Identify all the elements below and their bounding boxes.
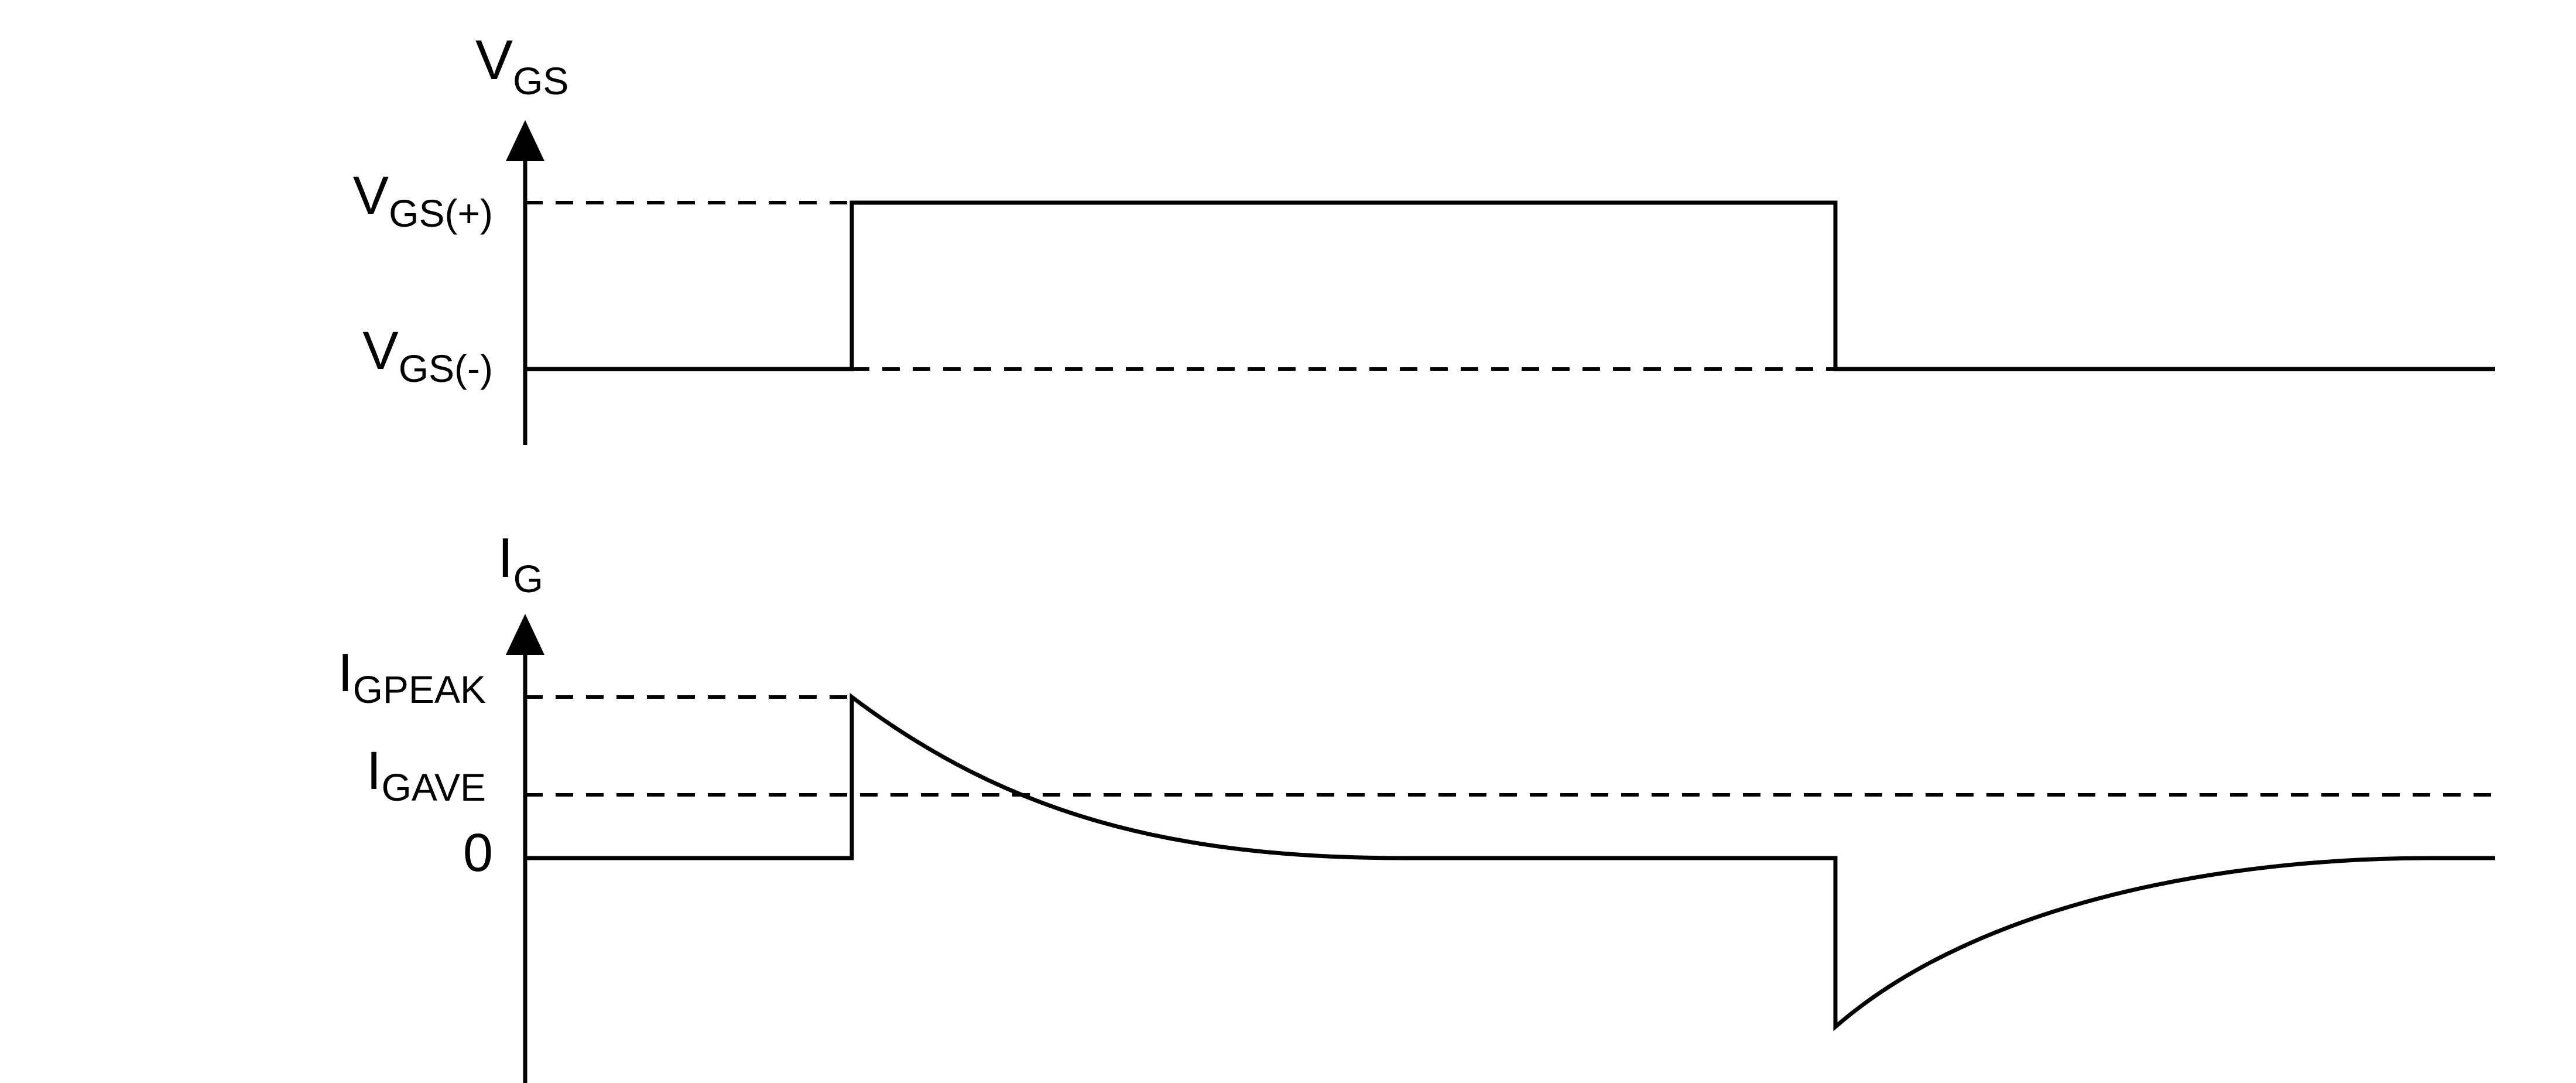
vgs-pos-label-main: V xyxy=(353,166,389,226)
vgs-pos-label-sub: GS(+) xyxy=(389,192,493,235)
vgs-axis-arrow xyxy=(506,120,544,161)
ig-axis-label: IG xyxy=(498,527,543,600)
vgs-axis-label: VGS xyxy=(475,29,568,103)
igpeak-label-main: I xyxy=(338,643,353,703)
vgs-axis-label-main: V xyxy=(475,29,513,91)
vgs-neg-label-sub: GS(-) xyxy=(399,347,493,390)
zero-label: 0 xyxy=(463,823,493,883)
igave-label-main: I xyxy=(366,741,382,801)
vgs-plot: VGS VGS(+) VGS(-) xyxy=(353,29,2495,445)
ig-waveform xyxy=(525,692,2495,1031)
ig-axis-arrow xyxy=(506,614,544,655)
ig-plot: IG IGPEAK IGAVE 0 xyxy=(338,527,2495,1083)
igpeak-label-sub: GPEAK xyxy=(353,668,486,711)
igave-label-sub: GAVE xyxy=(381,766,486,809)
vgs-waveform xyxy=(525,200,2495,371)
igpeak-label: IGPEAK xyxy=(338,643,486,711)
ig-axis-label-main: I xyxy=(498,527,513,589)
vgs-neg-label-main: V xyxy=(362,321,398,381)
ig-axis-label-sub: G xyxy=(513,557,543,600)
vgs-pos-label: VGS(+) xyxy=(353,166,493,235)
vgs-axis-label-sub: GS xyxy=(513,59,568,103)
vgs-neg-label: VGS(-) xyxy=(362,321,493,390)
igave-label: IGAVE xyxy=(366,741,486,809)
